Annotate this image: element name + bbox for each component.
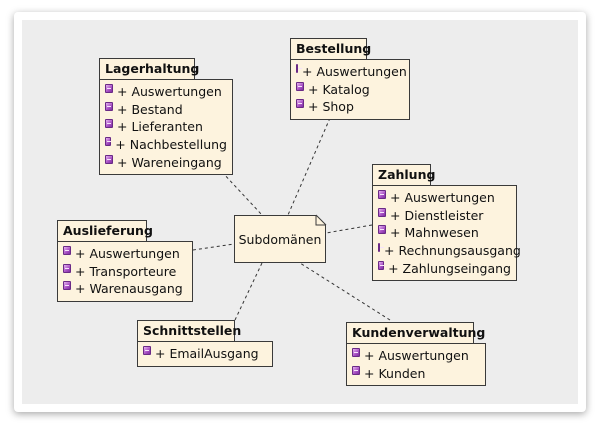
class-icon xyxy=(63,246,71,256)
center-note[interactable] xyxy=(234,215,326,263)
package-title: Bestellung xyxy=(290,38,371,59)
package-item: + Dienstleister xyxy=(378,207,511,225)
class-icon xyxy=(105,84,113,94)
package-item: + Auswertungen xyxy=(63,245,187,263)
class-icon xyxy=(378,243,384,253)
connector-zahlung xyxy=(325,224,373,234)
item-label: + Auswertungen xyxy=(390,190,495,206)
item-label: + Kunden xyxy=(364,365,426,381)
item-label: + Dienstleister xyxy=(390,207,484,223)
class-icon xyxy=(143,346,151,356)
connector-auslieferung xyxy=(192,243,235,251)
package-body: + Auswertungen + Transporteure + Warenau… xyxy=(57,241,193,302)
class-icon xyxy=(105,154,113,164)
package-item: + Bestand xyxy=(105,101,227,119)
class-icon xyxy=(378,190,386,200)
item-label: + Shop xyxy=(308,99,354,115)
package-body: + Auswertungen + Katalog + Shop xyxy=(290,59,410,120)
package-item: + Auswertungen xyxy=(378,189,511,207)
item-label: + Mahnwesen xyxy=(390,225,479,241)
connector-schnittstellen xyxy=(234,262,263,321)
class-icon xyxy=(378,225,386,235)
package-item: + EmailAusgang xyxy=(143,345,267,363)
item-label: + Auswertungen xyxy=(75,246,180,262)
package-item: + Lieferanten xyxy=(105,118,227,136)
note-fold-corner xyxy=(315,214,327,226)
package-body: + Auswertungen + Dienstleister + Mahnwes… xyxy=(372,185,521,281)
package-item: + Zahlungseingang xyxy=(378,259,511,277)
package-item: + Warenausgang xyxy=(63,280,187,298)
class-icon xyxy=(105,101,113,111)
package-title: Lagerhaltung xyxy=(99,58,199,79)
item-label: + Auswertungen xyxy=(364,348,469,364)
package-item: + Auswertungen xyxy=(296,63,407,81)
package-title: Schnittstellen xyxy=(137,320,241,341)
package-title: Kundenverwaltung xyxy=(346,322,485,343)
item-label: + Bestand xyxy=(117,101,183,117)
item-label: + Auswertungen xyxy=(302,64,407,80)
class-icon xyxy=(63,263,71,273)
package-item: + Wareneingang xyxy=(105,153,227,171)
package-title: Auslieferung xyxy=(57,220,153,241)
package-item: + Kunden xyxy=(352,365,480,383)
package-item: + Katalog xyxy=(296,81,404,99)
connector-bestellung xyxy=(287,117,331,216)
package-body: + EmailAusgang xyxy=(137,341,273,367)
item-label: + Zahlungseingang xyxy=(388,260,511,276)
class-icon xyxy=(352,365,360,375)
class-icon xyxy=(296,99,304,109)
item-label: + Nachbestellung xyxy=(115,137,227,153)
package-body: + Auswertungen + Bestand + Lieferanten +… xyxy=(99,79,233,175)
package-title: Zahlung xyxy=(372,164,435,185)
package-body: + Auswertungen + Kunden xyxy=(346,343,486,387)
item-label: + Wareneingang xyxy=(117,154,222,170)
center-note-label: Subdomänen xyxy=(238,231,322,247)
class-icon xyxy=(296,64,302,74)
class-icon xyxy=(105,137,112,147)
connector-lagerhaltung xyxy=(221,171,263,216)
item-label: + Rechnungsausgang xyxy=(384,243,521,259)
class-icon xyxy=(378,260,385,270)
class-icon xyxy=(378,207,386,217)
item-label: + EmailAusgang xyxy=(155,346,259,362)
package-item: + Rechnungsausgang xyxy=(378,242,521,260)
package-item: + Shop xyxy=(296,98,404,116)
item-label: + Katalog xyxy=(308,81,370,97)
package-item: + Nachbestellung xyxy=(105,136,227,154)
class-icon xyxy=(63,281,71,291)
package-item: + Mahnwesen xyxy=(378,224,511,242)
class-icon xyxy=(105,119,113,129)
item-label: + Transporteure xyxy=(75,263,177,279)
class-icon xyxy=(296,81,304,91)
package-item: + Transporteure xyxy=(63,263,187,281)
item-label: + Auswertungen xyxy=(117,84,222,100)
package-item: + Auswertungen xyxy=(352,347,480,365)
item-label: + Warenausgang xyxy=(75,281,183,297)
item-label: + Lieferanten xyxy=(117,119,203,135)
class-icon xyxy=(352,348,360,358)
package-item: + Auswertungen xyxy=(105,83,227,101)
